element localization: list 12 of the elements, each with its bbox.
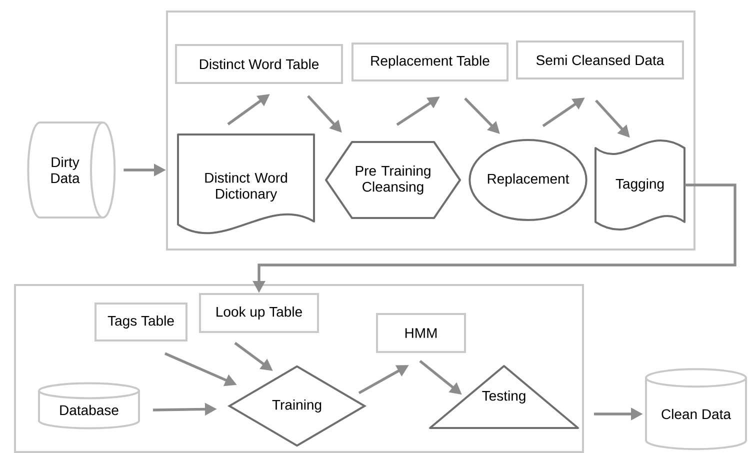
process-group-frame — [14, 284, 584, 453]
table-box: Tags Table — [94, 302, 188, 342]
table-box: Semi Cleansed Data — [516, 40, 684, 80]
data-cylinder: Dirty Data — [27, 122, 116, 218]
data-cylinder: Clean Data — [645, 368, 748, 450]
table-box: Look up Table — [199, 293, 319, 333]
table-box: HMM — [376, 313, 466, 353]
preparation-hexagon: Pre Training Cleansing — [325, 141, 461, 219]
table-box: Distinct Word Table — [175, 44, 343, 84]
table-box: Replacement Table — [352, 42, 508, 82]
process-group-frame — [166, 10, 696, 250]
data-cylinder: Database — [38, 382, 140, 430]
